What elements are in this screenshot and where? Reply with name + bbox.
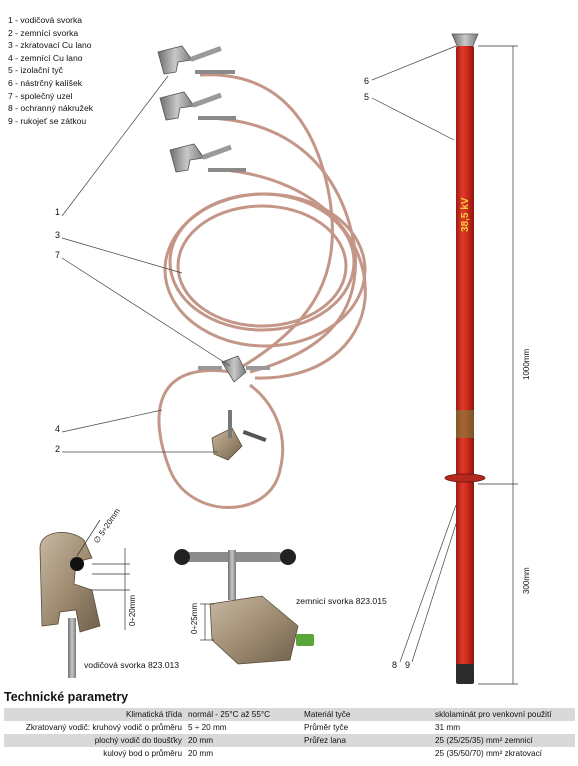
earth-clamp-small — [211, 410, 267, 461]
callout-4: 4 — [55, 424, 61, 434]
param-value: 25 (25/25/35) mm² zemnicí — [432, 734, 575, 747]
legend-item-9: 9 - rukojeť se zátkou — [8, 115, 87, 126]
legend-list: 1 - vodičová svorka 2 - zemnící svorka 3… — [8, 14, 93, 127]
legend-item-1: 1 - vodičová svorka — [8, 15, 83, 25]
table-row: kulový bod o průměru 20 mm 25 (35/50/70)… — [4, 747, 575, 760]
param-value: sklolaminát pro venkovní použití — [432, 708, 575, 721]
param-key — [301, 747, 432, 760]
legend-item-7: 7 - společný uzel — [8, 90, 73, 101]
legend-item-3: 3 - zkratovací Cu lano — [8, 40, 92, 51]
param-value: 20 mm — [188, 749, 214, 758]
pole-length-label: 1000mm — [522, 348, 531, 380]
section-title: Technické parametry — [4, 690, 129, 704]
earth-clamp-detail — [174, 549, 314, 665]
conductor-clamp-3 — [169, 143, 246, 173]
dim-range-1-label: 0÷20mm — [128, 594, 137, 626]
callout-9: 9 — [405, 660, 411, 670]
callout-2: 2 — [55, 444, 61, 454]
callout-3: 3 — [55, 230, 61, 240]
insulating-pole — [444, 33, 486, 684]
param-value: 31 mm — [435, 723, 461, 732]
legend-item-5: 5 - izolační tyč — [8, 65, 63, 76]
common-node — [198, 355, 270, 383]
legend-item-6: 6 - nástrčný kalíšek — [8, 77, 83, 88]
conductor-clamp-2 — [159, 91, 236, 121]
param-key: plochý vodič do tloušťky — [4, 734, 185, 747]
conductor-clamp-1 — [157, 45, 235, 75]
cable-coil — [163, 73, 367, 380]
leader-lines — [61, 45, 463, 663]
handle-length-label: 300mm — [522, 567, 531, 594]
param-key: Klimatická třída — [4, 708, 185, 721]
param-value: 20 mm — [185, 734, 301, 747]
callout-6: 6 — [364, 76, 370, 86]
param-value: 5 ÷ 20 mm — [188, 723, 227, 732]
callout-5: 5 — [364, 92, 370, 102]
conductor-clamp-detail — [39, 519, 130, 678]
dim-range-2-label: 0÷25mm — [190, 602, 199, 634]
pole-voltage-label: 38,5 kV — [460, 197, 471, 232]
param-key: Zkratovaný vodič: kruhový vodič o průměr… — [25, 723, 182, 732]
earth-clamp-caption: zemnicí svorka 823.015 — [296, 596, 387, 606]
earth-cable — [157, 369, 285, 509]
param-key: Průřez lana — [301, 734, 432, 747]
product-illustration — [39, 33, 518, 685]
dimension-lines — [478, 45, 518, 685]
table-row: Zkratovaný vodič: kruhový vodič o průměr… — [4, 721, 575, 734]
legend-item-4: 4 - zemnící Cu lano — [8, 52, 83, 63]
legend-item-2: 2 - zemnící svorka — [8, 27, 79, 38]
callout-8: 8 — [392, 660, 398, 670]
param-key: kulový bod o průměru — [103, 749, 182, 758]
callout-1: 1 — [55, 207, 61, 217]
conductor-clamp-caption: vodičová svorka 823.013 — [84, 660, 180, 670]
param-value: normál - 25°C až 55°C — [185, 708, 301, 721]
table-row: Klimatická třída normál - 25°C až 55°C M… — [4, 708, 575, 721]
table-row: plochý vodič do tloušťky 20 mm Průřez la… — [4, 734, 575, 747]
param-key: Materiál tyče — [301, 708, 432, 721]
callout-7: 7 — [55, 250, 61, 260]
params-table: Klimatická třída normál - 25°C až 55°C M… — [4, 708, 575, 760]
param-key: Průměr tyče — [304, 723, 349, 732]
legend-item-8: 8 - ochranný nákružek — [8, 103, 94, 114]
param-value: 25 (35/50/70) mm² zkratovací — [435, 749, 542, 758]
